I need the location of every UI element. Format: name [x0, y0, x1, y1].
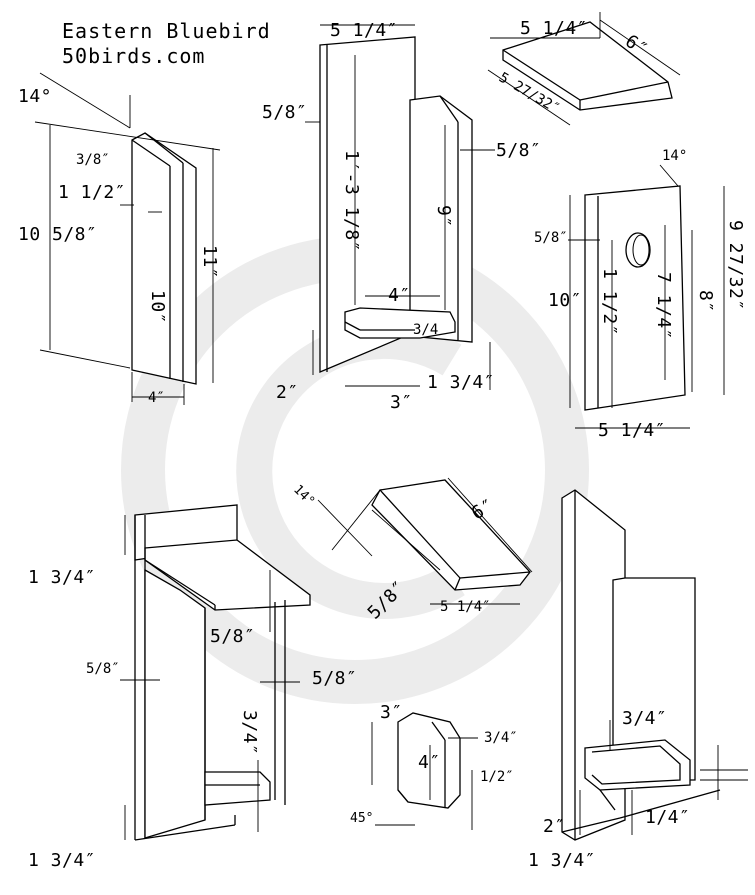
- diagram-title: Eastern Bluebird: [62, 19, 271, 43]
- bf-floor-depth-label: 3″: [390, 392, 413, 413]
- al-floor-thickness-label: 3/4″: [239, 710, 260, 755]
- ar-bottom-offset-label: 2″: [543, 816, 566, 837]
- fd-angle-label: 45°: [350, 811, 373, 826]
- bf-floor-width-label: 4″: [388, 285, 411, 306]
- fp-inner-height-label: 8″: [695, 290, 716, 313]
- side-total-height-label: 10 5/8″: [18, 224, 97, 245]
- back-front-view: 5 1/4″ 5/8″ 1′-3 1/8″ 5/8″ 9″ 4″ 3/4 2″ …: [262, 20, 541, 413]
- fd-width-label: 4″: [418, 752, 441, 773]
- bf-back-height-label: 1′-3 1/8″: [341, 150, 362, 252]
- al-top-overhang-label: 1 3/4″: [28, 567, 96, 588]
- side-front-height-label: 10″: [147, 290, 168, 324]
- al-wall-right-label: 5/8″: [312, 668, 357, 689]
- bf-back-width-label: 5 1/4″: [330, 20, 398, 41]
- side-view: 14° 3/8″ 1 1/2″ 10 5/8″ 10″ 11″ 4″: [18, 72, 221, 406]
- side-width-label: 4″: [148, 390, 165, 406]
- bf-floor-thickness-label: 3/4: [413, 322, 438, 338]
- fd-lip-label: 1/2″: [480, 769, 514, 785]
- fp-width-label: 5 1/4″: [598, 420, 666, 441]
- bf-front-height-label: 9″: [433, 205, 454, 228]
- assembly-left-view: 1 3/4″ 5/8″ 5/8″ 5/8″ 3/4″ 1 3/4″: [28, 504, 357, 871]
- fp-front-height-label: 10″: [548, 290, 582, 311]
- fd-thickness-label: 3/4″: [484, 730, 518, 746]
- side-thickness-label: 3/8″: [76, 152, 110, 168]
- al-wall-left-label: 5/8″: [86, 661, 120, 677]
- fp-hole-offset-label: 1 1/2″: [599, 268, 620, 336]
- bf-bottom-offset-label: 2″: [276, 382, 299, 403]
- header: Eastern Bluebird 50birds.com: [62, 19, 271, 68]
- ar-recess-label: 1/4″: [645, 807, 690, 828]
- fp-hole-drop-label: 7 1/4″: [653, 272, 674, 340]
- side-angle-label: 14°: [18, 86, 52, 107]
- fd-height-label: 3″: [380, 702, 403, 723]
- fp-thickness-label: 5/8″: [534, 230, 568, 246]
- bf-front-offset-label: 1 3/4″: [427, 372, 495, 393]
- floor-detail-view: 3″ 4″ 3/4″ 1/2″ 45°: [350, 702, 518, 830]
- al-roof-thickness-label: 5/8″: [210, 626, 255, 647]
- roof-width-label: 5 1/4″: [520, 18, 588, 39]
- rd-angle-label: 14°: [290, 482, 317, 509]
- site-name: 50birds.com: [62, 44, 205, 68]
- bf-thickness-left-label: 5/8″: [262, 102, 307, 123]
- side-offset-label: 1 1/2″: [58, 182, 126, 203]
- ar-front-offset-label: 1 3/4″: [528, 850, 596, 871]
- side-back-height-label: 11″: [199, 245, 220, 279]
- fp-total-height-label: 9 27/32″: [725, 220, 746, 311]
- ar-floor-thickness-label: 3/4″: [622, 708, 667, 729]
- assembly-right-view: 3/4″ 2″ 1/4″ 1 3/4″: [528, 489, 748, 871]
- rd-width-label: 5 1/4″: [440, 599, 491, 615]
- fp-angle-label: 14°: [662, 148, 687, 164]
- bf-front-thickness-label: 5/8″: [496, 140, 541, 161]
- roof-view: 5 1/4″ 6″ 5 27/32″: [487, 12, 681, 126]
- al-bottom-offset-label: 1 3/4″: [28, 850, 96, 871]
- front-panel-view: 14° 5/8″ 1 1/2″ 10″ 7 1/4″ 8″ 9 27/32″ 5…: [534, 148, 746, 441]
